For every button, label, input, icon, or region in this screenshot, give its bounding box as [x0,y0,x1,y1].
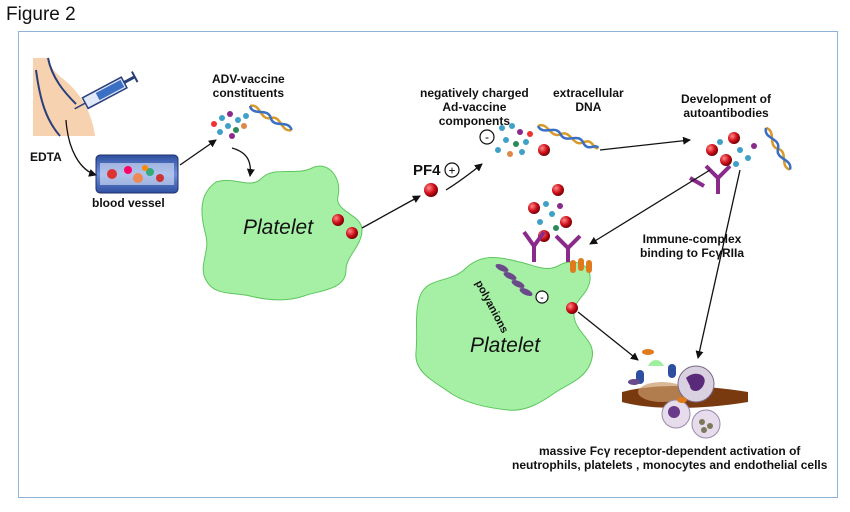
activated-cells-icon [622,349,748,439]
minus-symbol: - [540,292,544,304]
label-adv-line-2: constituents [212,86,285,100]
dna-icon [248,104,293,132]
adv-constituents-icon [211,111,249,139]
label-adv-constituents: ADV-vaccine constituents [212,72,285,100]
positive-charge-icon [444,162,460,178]
extracellular-dna-icon [536,123,600,150]
label-immune-complex: Immune-complex binding to FcγRIIa [640,232,744,260]
label-platelet-top: Platelet [243,216,314,239]
arrow-to-components [445,163,483,191]
label-activation: massive Fcγ receptor-dependent activatio… [512,444,827,472]
label-platelet-bottom: Platelet [470,334,541,357]
label-edta: EDTA [30,150,62,164]
label-blood-vessel: blood vessel [92,196,165,210]
label-ic-line-2: binding to FcγRIIa [640,246,744,260]
label-autoantibodies: Development of autoantibodies [681,92,771,120]
arrow-to-activation [695,169,741,359]
immune-complex-icon [522,184,582,262]
figure-frame [18,31,838,498]
minus-symbol: - [485,130,489,144]
arrow-to-cells [577,311,639,361]
label-neg-line-1: negatively charged [420,86,529,100]
arrow-to-platelet [231,147,255,177]
plus-symbol: + [448,164,455,178]
label-pf4: PF4 [413,162,441,179]
label-autoab-line-1: Development of [681,92,772,106]
polyanions-icon [495,263,533,297]
pf4-complex-dot [538,144,550,156]
negative-charge-icon [535,290,549,304]
label-extra-line-1: extracellular [553,86,624,100]
arrow-to-pf4 [361,195,421,229]
arrow-to-immune-complex [589,169,711,245]
label-extracellular-dna: extracellular DNA [553,86,624,114]
arrow-to-constituents [179,139,217,166]
label-activation-line-2: neutrophils, platelets , monocytes and e… [512,458,828,472]
pf4-molecule [424,183,438,197]
platelet-top-shape [201,165,363,301]
negative-charge-icon [479,129,495,145]
pf4-dot [332,214,344,226]
arm-syringe-icon [33,57,139,137]
dna-icon [764,126,792,171]
arrow-to-vessel [65,119,97,177]
label-ic-line-1: Immune-complex [642,232,742,246]
label-adv-line-1: ADV-vaccine [212,72,285,86]
autoantibody-complex-icon [689,132,757,194]
label-autoab-line-2: autoantibodies [683,106,769,120]
figure-title: Figure 2 [6,4,76,25]
label-extra-line-2: DNA [575,100,602,114]
label-neg-line-2: Ad-vaccine [442,100,507,114]
arrow-to-autoantibodies [599,136,691,151]
label-negatively-charged: negatively charged Ad-vaccine components [420,86,529,128]
fcgamma-receptor-icon [570,258,592,273]
pf4-dot [346,227,358,239]
label-neg-line-3: components [438,114,511,128]
label-activation-line-1: massive Fcγ receptor-dependent activatio… [538,444,801,458]
ad-vaccine-components-icon [495,123,533,157]
pf4-dot [566,302,578,314]
blood-vessel-icon [95,154,179,194]
